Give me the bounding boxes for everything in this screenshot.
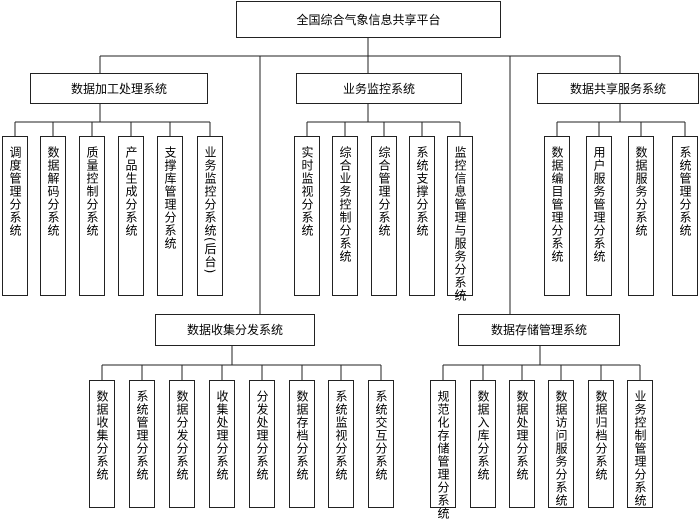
leaf-node: 数据处理分系统 <box>509 380 535 508</box>
leaf-node: 产品生成分系统 <box>118 136 144 296</box>
leaf-label: 系统监视分系统 <box>334 390 348 481</box>
leaf-node: 调度管理分系统 <box>2 136 28 296</box>
group-label: 数据共享服务系统 <box>569 81 666 96</box>
group-node-data-sharing: 数据共享服务系统 <box>537 73 699 104</box>
leaf-label: 数据解码分系统 <box>46 146 60 237</box>
leaf-label: 质量控制分系统 <box>85 146 99 237</box>
leaf-label: 系统交互分系统 <box>374 390 388 481</box>
leaf-label: 数据入库分系统 <box>476 390 490 481</box>
group-node-data-collection: 数据收集分发系统 <box>155 314 315 346</box>
leaf-label: 系统管理分系统 <box>135 390 149 481</box>
group-node-business-monitoring: 业务监控系统 <box>296 73 462 104</box>
leaf-node: 规范化存储管理分系统 <box>430 380 456 520</box>
leaf-node: 数据入库分系统 <box>470 380 496 508</box>
group-label: 数据存储管理系统 <box>490 323 587 337</box>
leaf-node: 数据服务分系统 <box>628 136 654 296</box>
leaf-node: 数据存档分系统 <box>289 380 315 508</box>
group-label: 数据收集分发系统 <box>186 323 283 337</box>
leaf-node: 质量控制分系统 <box>79 136 105 296</box>
leaf-label: 数据编目管理分系统 <box>550 146 564 263</box>
leaf-node: 综合业务控制分系统 <box>332 136 358 296</box>
leaf-label: 实时监视分系统 <box>300 146 314 237</box>
leaf-label: 综合业务控制分系统 <box>338 146 352 263</box>
leaf-node: 系统监视分系统 <box>328 380 354 508</box>
leaf-label: 综合管理分系统 <box>377 146 391 237</box>
group-node-data-processing: 数据加工处理系统 <box>30 73 208 104</box>
leaf-label: 数据访问服务分系统 <box>554 390 568 507</box>
leaf-node: 综合管理分系统 <box>371 136 397 296</box>
leaf-label: 监控信息管理与服务分系统 <box>453 146 467 302</box>
leaf-node: 实时监视分系统 <box>294 136 320 296</box>
leaf-node: 数据收集分系统 <box>89 380 115 508</box>
leaf-node: 数据编目管理分系统 <box>544 136 570 296</box>
leaf-label: 用户服务管理分系统 <box>592 146 606 263</box>
leaf-node: 数据解码分系统 <box>40 136 66 296</box>
leaf-label: 分发处理分系统 <box>255 390 269 481</box>
leaf-node: 业务控制管理分系统 <box>627 380 653 508</box>
group-node-data-storage: 数据存储管理系统 <box>458 314 620 346</box>
leaf-label: 数据存档分系统 <box>295 390 309 481</box>
leaf-label: 规范化存储管理分系统 <box>436 390 450 520</box>
leaf-node: 数据访问服务分系统 <box>548 380 574 508</box>
leaf-label: 产品生成分系统 <box>124 146 138 237</box>
leaf-node: 系统管理分系统 <box>129 380 155 508</box>
leaf-node: 业务监控分系统(后台) <box>197 136 223 296</box>
leaf-label: 系统管理分系统 <box>678 146 692 237</box>
leaf-label: 收集处理分系统 <box>215 390 229 481</box>
group-label: 业务监控系统 <box>342 81 415 96</box>
leaf-node: 支撑库管理分系统 <box>157 136 183 296</box>
leaf-label: 业务控制管理分系统 <box>633 390 647 507</box>
leaf-label: 系统支撑分系统 <box>415 146 429 237</box>
leaf-node: 数据归档分系统 <box>588 380 614 508</box>
leaf-label: 数据服务分系统 <box>634 146 648 237</box>
leaf-node: 系统交互分系统 <box>368 380 394 508</box>
leaf-label: 数据归档分系统 <box>594 390 608 481</box>
leaf-label: 调度管理分系统 <box>8 146 22 237</box>
leaf-node: 系统支撑分系统 <box>409 136 435 296</box>
leaf-label: 数据分发分系统 <box>175 390 189 481</box>
leaf-label: 数据处理分系统 <box>515 390 529 481</box>
leaf-node: 分发处理分系统 <box>249 380 275 508</box>
group-label: 数据加工处理系统 <box>70 81 167 96</box>
leaf-node: 收集处理分系统 <box>209 380 235 508</box>
leaf-node: 数据分发分系统 <box>169 380 195 508</box>
root-node: 全国综合气象信息共享平台 <box>236 1 501 38</box>
leaf-label: 数据收集分系统 <box>95 390 109 481</box>
leaf-node: 系统管理分系统 <box>672 136 698 296</box>
root-label: 全国综合气象信息共享平台 <box>296 12 441 27</box>
leaf-node: 监控信息管理与服务分系统 <box>447 136 473 302</box>
leaf-node: 用户服务管理分系统 <box>586 136 612 296</box>
leaf-label: 业务监控分系统(后台) <box>203 146 217 275</box>
leaf-label: 支撑库管理分系统 <box>163 146 177 250</box>
